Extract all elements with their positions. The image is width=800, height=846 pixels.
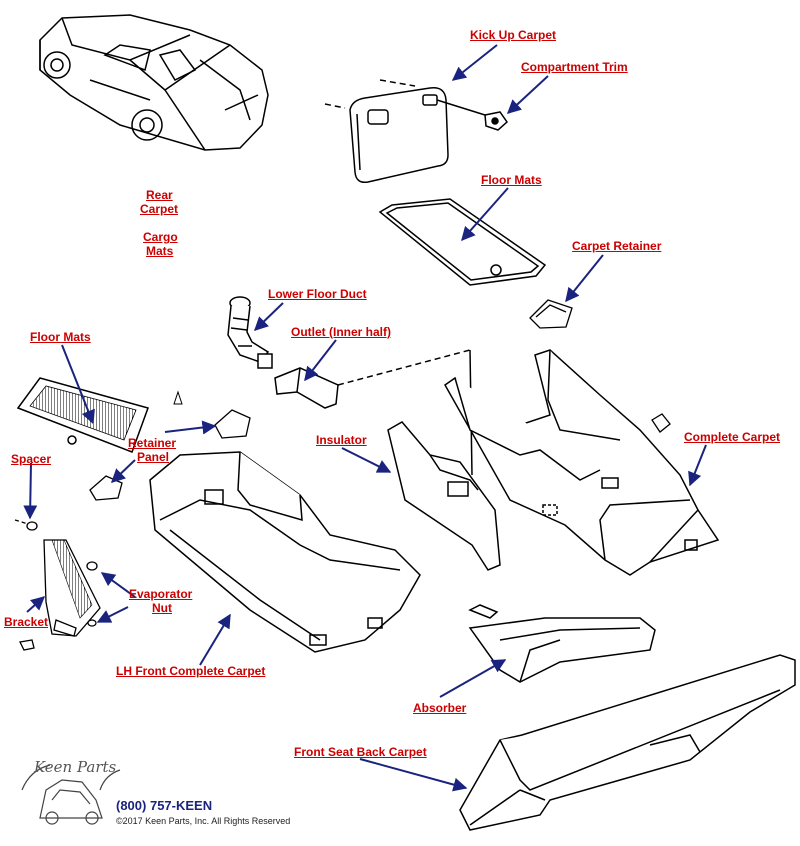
complete-carpet-clip xyxy=(651,413,671,433)
absorber-part xyxy=(468,604,656,683)
label-kick-up-carpet[interactable]: Kick Up Carpet xyxy=(470,28,557,42)
lower-floor-duct-part xyxy=(227,296,273,369)
label-retainer[interactable]: Retainer xyxy=(128,436,177,450)
label-insulator[interactable]: Insulator xyxy=(316,433,367,447)
lh-front-carpet-part xyxy=(149,451,421,653)
label-bracket[interactable]: Bracket xyxy=(4,615,49,629)
carpet-retainer-part xyxy=(529,299,573,329)
spacer-part xyxy=(14,519,38,531)
insulator-part xyxy=(387,421,501,571)
label-floor-mats-left[interactable]: Floor Mats xyxy=(30,330,91,344)
compartment-trim-part xyxy=(484,111,508,131)
label-mats[interactable]: Mats xyxy=(146,244,174,258)
logo-text: Keen Parts xyxy=(34,758,117,776)
label-rear[interactable]: Rear xyxy=(146,188,173,202)
label-nut[interactable]: Nut xyxy=(152,601,172,615)
label-floor-mats-top[interactable]: Floor Mats xyxy=(481,173,542,187)
complete-carpet-part xyxy=(444,349,720,576)
label-spacer[interactable]: Spacer xyxy=(11,452,52,466)
floor-mats-top-part xyxy=(378,198,547,286)
car-illustration xyxy=(39,14,269,151)
label-absorber[interactable]: Absorber xyxy=(413,701,467,715)
phone-number[interactable]: (800) 757-KEEN xyxy=(116,798,213,813)
label-cargo[interactable]: Cargo xyxy=(143,230,178,244)
label-panel[interactable]: Panel xyxy=(137,450,170,464)
outlet-inner-half-part xyxy=(274,349,473,476)
label-lh-front-complete-carpet[interactable]: LH Front Complete Carpet xyxy=(116,664,266,678)
bracket-part xyxy=(19,539,101,651)
kick-up-carpet-part xyxy=(324,79,486,184)
label-lower-floor-duct[interactable]: Lower Floor Duct xyxy=(268,287,367,301)
copyright-text: ©2017 Keen Parts, Inc. All Rights Reserv… xyxy=(116,816,291,826)
leader-arrows xyxy=(23,44,707,792)
label-carpet[interactable]: Carpet xyxy=(140,202,179,216)
label-outlet-inner-half[interactable]: Outlet (Inner half) xyxy=(291,325,391,339)
front-seat-back-carpet-part xyxy=(459,654,796,831)
label-compartment-trim[interactable]: Compartment Trim xyxy=(521,60,628,74)
label-carpet-retainer[interactable]: Carpet Retainer xyxy=(572,239,662,253)
label-front-seat-back-carpet[interactable]: Front Seat Back Carpet xyxy=(294,745,427,759)
label-complete-carpet[interactable]: Complete Carpet xyxy=(684,430,781,444)
keen-parts-logo xyxy=(21,764,121,825)
small-marker xyxy=(173,390,183,405)
label-evaporator[interactable]: Evaporator xyxy=(129,587,193,601)
